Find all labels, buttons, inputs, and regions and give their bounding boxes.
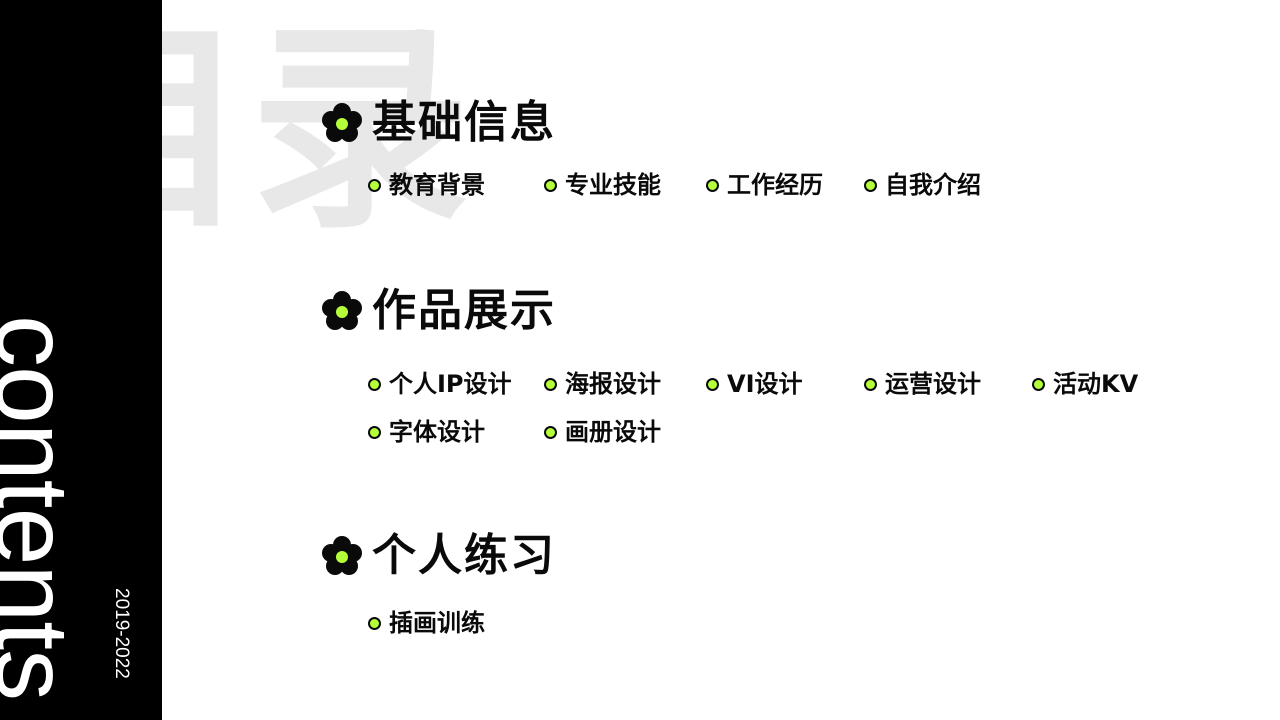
section-title: 作品展示	[372, 285, 556, 336]
section-header: 作品展示	[322, 285, 556, 337]
list-item[interactable]: VI设计	[706, 372, 803, 396]
bullet-dot-icon	[706, 178, 719, 192]
flower-icon	[322, 536, 362, 575]
sidebar: contents 2019-2022	[0, 0, 162, 720]
flower-icon	[322, 103, 362, 142]
section-header: 基础信息	[322, 97, 556, 149]
contents-vertical-word: contents	[0, 315, 90, 701]
bullet-dot-icon	[544, 377, 557, 391]
bullet-dot-icon	[368, 425, 381, 439]
bullet-dot-icon	[368, 616, 381, 630]
list-item[interactable]: 画册设计	[544, 420, 661, 444]
flower-icon	[322, 291, 362, 330]
list-item[interactable]: 自我介绍	[864, 173, 981, 197]
bullet-dot-icon	[706, 377, 719, 391]
section-basic-info: 基础信息 教育背景 专业技能 工作经历 自我介绍	[322, 97, 981, 197]
year-range: 2019-2022	[111, 588, 132, 679]
list-item[interactable]: 活动KV	[1032, 372, 1138, 396]
bullet-dot-icon	[544, 178, 557, 192]
bullet-dot-icon	[544, 425, 557, 439]
section-header: 个人练习	[322, 530, 556, 582]
section-title: 个人练习	[372, 530, 556, 581]
bullet-dot-icon	[1032, 377, 1045, 391]
bullet-dot-icon	[864, 178, 877, 192]
section-practice: 个人练习 插画训练	[322, 530, 556, 635]
list-item[interactable]: 海报设计	[544, 372, 661, 396]
bullet-dot-icon	[368, 178, 381, 192]
list-item[interactable]: 工作经历	[706, 173, 823, 197]
bullet-dot-icon	[864, 377, 877, 391]
section-title: 基础信息	[372, 97, 556, 148]
list-item[interactable]: 教育背景	[368, 173, 485, 197]
bullet-dot-icon	[368, 377, 381, 391]
list-item[interactable]: 个人IP设计	[368, 372, 512, 396]
list-item[interactable]: 插画训练	[368, 611, 485, 635]
list-item[interactable]: 字体设计	[368, 420, 485, 444]
section-portfolio: 作品展示 个人IP设计 海报设计 VI设计 运营设计 活动KV 字体设计 画册设…	[322, 285, 1138, 444]
list-item[interactable]: 专业技能	[544, 173, 661, 197]
list-item[interactable]: 运营设计	[864, 372, 981, 396]
